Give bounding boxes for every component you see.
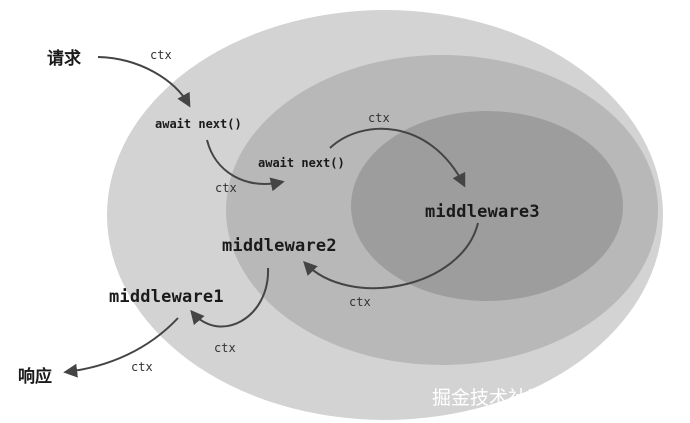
watermark: 掘金技术社区 @ heyy — [432, 387, 624, 409]
arrow-mw3-to-mw2 — [303, 222, 479, 290]
middleware1-label: middleware1 — [109, 287, 224, 307]
request-label: 请求 — [47, 49, 81, 69]
ctx-label-request: ctx — [150, 48, 172, 62]
response-label: 响应 — [18, 367, 52, 387]
middleware3-label: middleware3 — [425, 202, 540, 222]
arrow-request-in — [97, 56, 191, 108]
ctx-label-mw2-return: ctx — [214, 341, 236, 355]
ctx-label-await2: ctx — [368, 111, 390, 125]
arrow-await1-to-await2 — [206, 139, 285, 192]
ctx-label-response: ctx — [131, 360, 153, 374]
arrow-mw2-to-mw1 — [190, 267, 270, 328]
middleware2-label: middleware2 — [222, 236, 337, 256]
await-next-label-2: await next() — [258, 156, 345, 170]
arrow-response-out — [63, 317, 179, 378]
arrow-await2-to-mw3 — [329, 127, 466, 188]
ctx-label-await1: ctx — [215, 181, 237, 195]
await-next-label-1: await next() — [155, 117, 242, 131]
ctx-label-mw3-return: ctx — [349, 295, 371, 309]
layer-middleware3 — [351, 111, 623, 301]
